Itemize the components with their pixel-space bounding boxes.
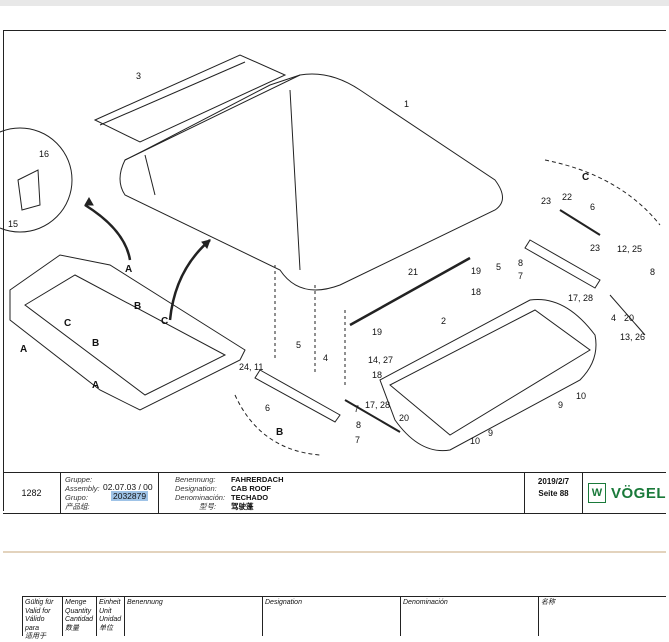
callout-12-25: 12, 25 xyxy=(617,244,642,254)
assembly-label: Assembly: xyxy=(65,484,100,493)
col-denominacion: Denominación xyxy=(400,597,538,636)
callout-20b: 20 xyxy=(624,313,634,323)
view-label-c3: C xyxy=(582,172,589,183)
col-valid-for: Gültig für Valid for Válido para 适用于 xyxy=(22,597,62,640)
logo-text: VÖGEL xyxy=(610,484,666,502)
view-label-c1: C xyxy=(64,318,71,329)
view-label-b1: B xyxy=(134,301,141,312)
vogele-logo: W VÖGEL xyxy=(583,473,666,513)
detail-circle xyxy=(0,127,73,233)
denominacion-label: Denominación: xyxy=(175,493,226,502)
callout-8a: 8 xyxy=(356,420,361,430)
callout-22: 22 xyxy=(562,192,572,202)
view-label-b3: B xyxy=(276,427,283,438)
title-block: 1282 Gruppe: Assembly: 02.07.03 / 00 Gru… xyxy=(3,472,666,514)
col-quantity: Menge Quantity Cantidad 数量 xyxy=(62,597,96,636)
view-label-c2: C xyxy=(161,316,168,327)
col-unit-de: Einheit xyxy=(99,599,121,606)
exploded-parts-drawing: 1 2 3 4 4 5 5 6 6 7 7 7 8 8 8 9 9 10 10 … xyxy=(0,54,661,456)
rear-frame-3 xyxy=(93,54,287,143)
col-unit: Einheit Unit Unidad 单位 xyxy=(96,597,124,636)
view-label-b2: B xyxy=(92,338,99,349)
callout-23b: 23 xyxy=(590,243,600,253)
top-bar xyxy=(0,0,669,6)
grupo-label: Grupo: xyxy=(65,493,88,502)
callout-13-26: 13, 26 xyxy=(620,332,645,342)
callout-8c: 8 xyxy=(650,267,655,277)
designation-value: CAB ROOF xyxy=(231,484,271,493)
cn-group-label: 产品组: xyxy=(65,502,90,511)
inner-panel-2 xyxy=(379,298,597,452)
callout-21: 21 xyxy=(408,267,418,277)
callout-15: 15 xyxy=(8,219,18,229)
callout-6b: 6 xyxy=(590,202,595,212)
designation-label: Designation: xyxy=(175,484,217,493)
callout-8b: 8 xyxy=(518,258,523,268)
page-label: Seite 88 xyxy=(538,489,569,498)
benennung-value: FAHRERDACH xyxy=(231,475,284,484)
callout-4b: 4 xyxy=(611,313,616,323)
assembly-value: 02.07.03 / 00 xyxy=(103,482,153,492)
issue-date: 2019/2/7 xyxy=(537,477,570,486)
col-benennung: Benennung xyxy=(124,597,262,636)
cn-name-value: 驾驶蓬 xyxy=(231,502,254,511)
col-quantity-es: Cantidad xyxy=(65,616,94,623)
page-number: 1282 xyxy=(3,473,61,513)
callout-3: 3 xyxy=(136,71,141,81)
callout-10a: 10 xyxy=(576,391,586,401)
names-cell: Benennung: FAHRERDACH Designation: CAB R… xyxy=(159,473,525,513)
callout-16: 16 xyxy=(39,149,49,159)
cab-overview xyxy=(9,254,246,411)
callout-4a: 4 xyxy=(323,353,328,363)
callout-14-27: 14, 27 xyxy=(368,355,393,365)
callout-19b: 19 xyxy=(471,266,481,276)
callout-23a: 23 xyxy=(541,196,551,206)
callout-7b: 7 xyxy=(355,435,360,445)
view-label-a2: A xyxy=(20,344,27,355)
callout-17-28a: 17, 28 xyxy=(365,400,390,410)
col-valid-for-en: Valid for xyxy=(25,607,51,615)
callout-24-11: 24, 11 xyxy=(239,362,263,372)
callout-5b: 5 xyxy=(496,262,501,272)
callout-2: 2 xyxy=(441,316,446,326)
drawing-sheet-frame xyxy=(3,30,666,511)
col-designation: Designation xyxy=(262,597,400,636)
denominacion-value: TECHADO xyxy=(231,493,269,502)
callout-10b: 10 xyxy=(470,436,480,446)
col-quantity-en: Quantity xyxy=(65,607,92,615)
callout-18b: 18 xyxy=(471,287,481,297)
callout-18a: 18 xyxy=(372,370,382,380)
view-label-a1: A xyxy=(125,264,132,275)
grupo-value[interactable]: 2032879 xyxy=(111,491,149,501)
gruppe-label: Gruppe: xyxy=(65,475,93,484)
callout-7a: 7 xyxy=(354,404,359,414)
benennung-label: Benennung: xyxy=(175,475,216,484)
date-cell: 2019/2/7 Seite 88 xyxy=(525,473,583,513)
col-quantity-de: Menge xyxy=(65,599,87,606)
view-label-a3: A xyxy=(92,380,99,391)
callout-9b: 9 xyxy=(488,428,493,438)
col-valid-for-cn: 适用于 xyxy=(25,633,46,640)
callout-5a: 5 xyxy=(296,340,301,350)
logo-mark: W xyxy=(588,483,606,503)
col-unit-cn: 单位 xyxy=(99,624,113,632)
group-cell: Gruppe: Assembly: 02.07.03 / 00 Grupo: 2… xyxy=(61,473,159,513)
callout-17-28b: 17, 28 xyxy=(568,293,593,303)
col-quantity-cn: 数量 xyxy=(65,624,79,632)
section-divider xyxy=(3,551,666,553)
col-unit-es: Unidad xyxy=(99,616,122,623)
callout-19a: 19 xyxy=(372,327,382,337)
callout-9a: 9 xyxy=(558,400,563,410)
col-valid-for-es: Válido para xyxy=(25,616,45,632)
callout-1: 1 xyxy=(404,99,409,109)
parts-list-header: Gültig für Valid for Válido para 适用于 Men… xyxy=(22,596,666,640)
callout-20a: 20 xyxy=(399,413,409,423)
col-cn-name: 名称 xyxy=(538,597,666,636)
cn-name-label: 型号: xyxy=(199,502,217,511)
roof-panel-1 xyxy=(119,73,503,291)
col-unit-en: Unit xyxy=(99,607,112,615)
callout-7c: 7 xyxy=(518,271,523,281)
col-valid-for-de: Gültig für xyxy=(25,599,54,606)
callout-6a: 6 xyxy=(265,403,270,413)
